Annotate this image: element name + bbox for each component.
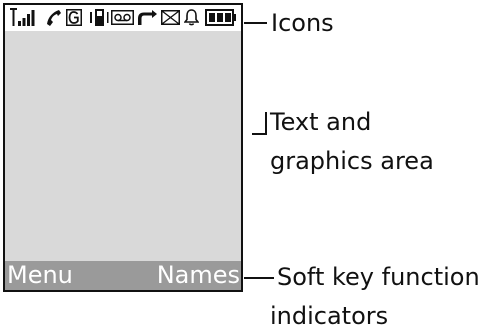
softkey-callout-line (244, 277, 274, 279)
voicemail-icon (111, 10, 134, 25)
icons-callout-line (244, 22, 267, 24)
call-icon (47, 10, 61, 26)
icons-callout-label: Icons (271, 9, 334, 37)
softkey-callout-label-line2: indicators (270, 302, 389, 330)
signal-strength-icon (10, 8, 35, 26)
softkey-callout-label-line1: Soft key function (277, 263, 480, 291)
alarm-icon (184, 9, 199, 26)
call-forward-icon (138, 10, 157, 25)
softkey-bar: Menu Names (5, 261, 241, 290)
ringer-icon (90, 9, 109, 26)
text-area-callout-line (252, 133, 267, 135)
message-icon (161, 10, 180, 25)
text-area-callout-label-line1: Text and (270, 108, 372, 136)
gprs-icon (66, 9, 82, 26)
text-area-callout-line-vertical (265, 112, 267, 135)
battery-icon (205, 9, 236, 26)
softkey-left-label[interactable]: Menu (7, 261, 73, 289)
text-area-callout-label-line2: graphics area (270, 147, 434, 175)
phone-display: Menu Names (3, 3, 243, 292)
softkey-right-label[interactable]: Names (156, 261, 240, 289)
status-bar (5, 5, 241, 31)
